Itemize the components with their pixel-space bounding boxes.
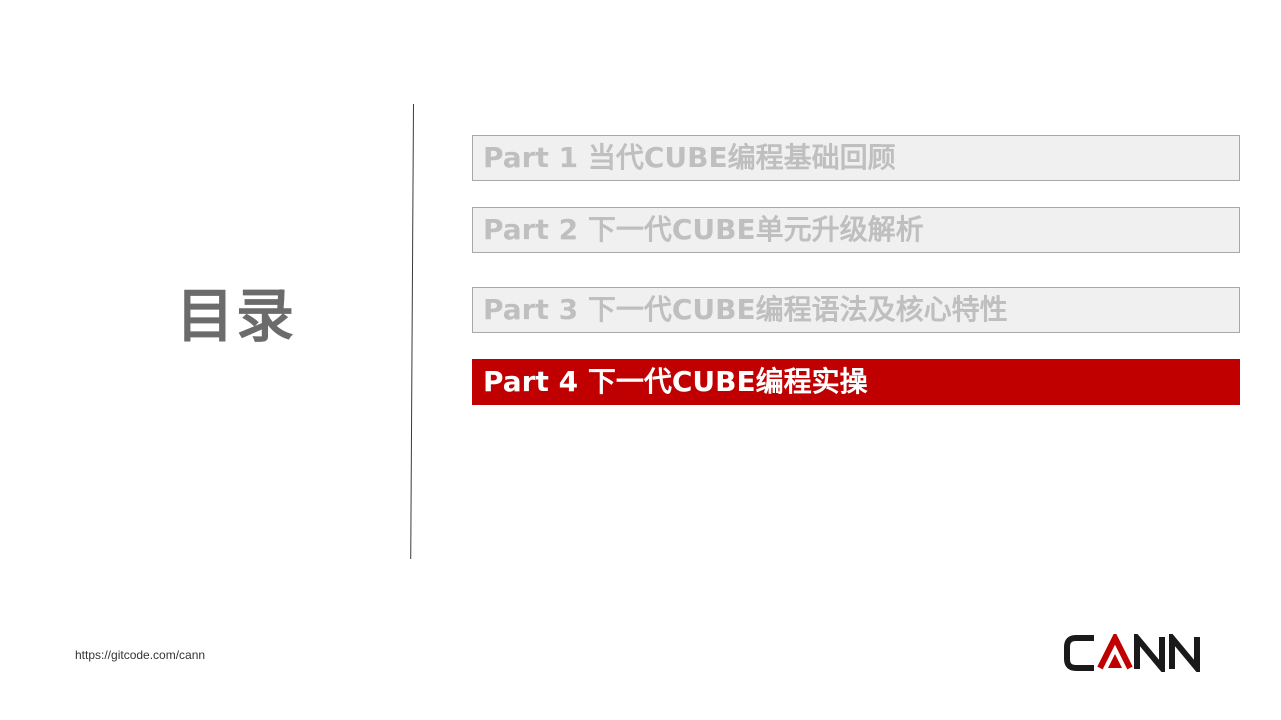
cann-logo: [1064, 634, 1200, 672]
footer-url: https://gitcode.com/cann: [75, 648, 206, 662]
agenda-item-part-4[interactable]: Part 4 下一代CUBE编程实操: [472, 359, 1240, 405]
agenda-item-part-1[interactable]: Part 1 当代CUBE编程基础回顾: [472, 135, 1240, 181]
vertical-divider: [410, 104, 414, 559]
agenda-item-part-3[interactable]: Part 3 下一代CUBE编程语法及核心特性: [472, 287, 1240, 333]
agenda-item-part-2[interactable]: Part 2 下一代CUBE单元升级解析: [472, 207, 1240, 253]
slide-title: 目录: [176, 282, 297, 350]
